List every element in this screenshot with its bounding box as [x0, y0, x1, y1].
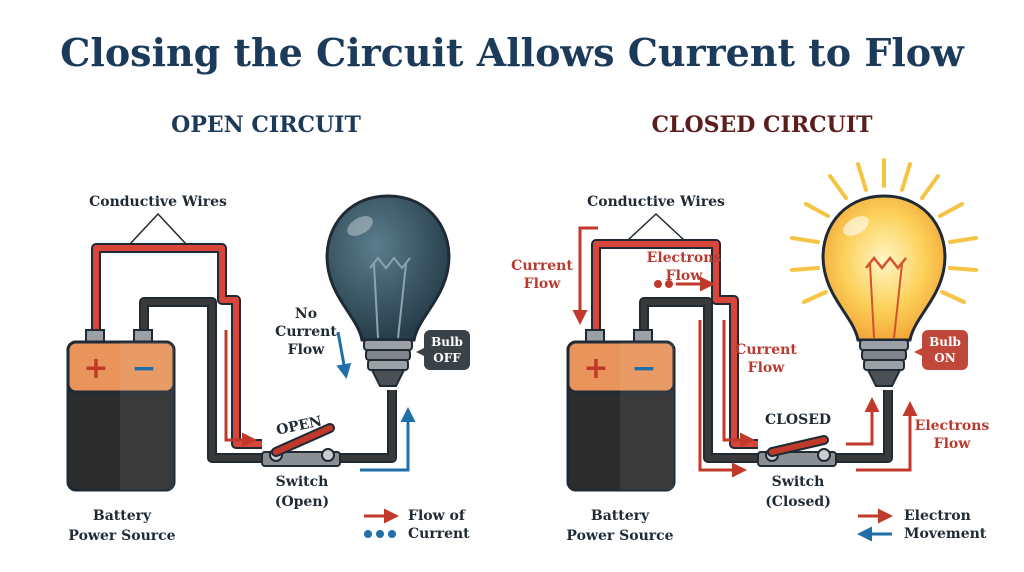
open-bulb-wire: [332, 390, 397, 463]
open-battery-label-2: Power Source: [68, 528, 175, 544]
open-bulb-badge-1: Bulb: [431, 335, 463, 349]
closed-battery: + −: [566, 329, 676, 492]
bulb-rays: [790, 158, 978, 304]
closed-bulb-badge: Bulb ON: [914, 330, 968, 370]
closed-battery-label-1: Battery: [591, 508, 650, 524]
open-legend-text-2: Current: [408, 526, 470, 542]
closed-battery-negative: −: [631, 351, 656, 386]
closed-current-arrow-mid: [722, 320, 755, 448]
closed-electrons-right-1: Electrons: [915, 418, 990, 434]
closed-battery-label-2: Power Source: [566, 528, 673, 544]
closed-wires-label: Conductive Wires: [587, 194, 725, 210]
open-blue-arrow-down: [336, 331, 352, 379]
closed-legend: Electron Movement: [857, 508, 987, 542]
closed-switch-state: CLOSED: [765, 412, 831, 428]
open-no-current-1: No: [295, 306, 317, 322]
electron-dot: [665, 280, 673, 288]
closed-bulb-arrow-2: [856, 401, 918, 472]
open-bulb-badge: Bulb OFF: [416, 330, 470, 370]
open-wires-label: Conductive Wires: [89, 194, 227, 210]
open-no-current-2: Current: [275, 324, 337, 340]
open-switch[interactable]: [261, 423, 341, 467]
closed-legend-text-1: Electron: [904, 508, 971, 524]
closed-switch[interactable]: [757, 435, 837, 467]
open-legend-text-1: Flow of: [408, 508, 466, 524]
closed-electrons-top-2: Flow: [666, 268, 704, 284]
open-bulb-badge-2: OFF: [433, 351, 461, 365]
bulb-off: [325, 194, 451, 387]
open-battery: + −: [66, 329, 176, 492]
open-circuit-heading: OPEN CIRCUIT: [171, 112, 361, 138]
open-battery-negative: −: [131, 351, 156, 386]
open-blue-arrow-up: [360, 407, 416, 472]
closed-switch-label-1: Switch: [772, 474, 825, 490]
closed-electrons-top-1: Electrons: [647, 250, 722, 266]
closed-battery-positive: +: [583, 351, 608, 386]
electron-dot: [654, 280, 662, 288]
closed-bulb-wire: [828, 390, 893, 463]
closed-current-left-1: Current: [511, 258, 573, 274]
closed-circuit-panel: CLOSED CIRCUIT Conductive Wires + − Batt…: [511, 112, 989, 544]
open-battery-label-1: Battery: [93, 508, 152, 524]
open-wires-pointer: [129, 212, 187, 245]
open-legend: Flow of Current: [364, 508, 470, 542]
closed-current-mid-2: Flow: [748, 360, 786, 376]
open-battery-positive: +: [83, 351, 108, 386]
closed-current-mid-1: Current: [735, 342, 797, 358]
closed-current-left-2: Flow: [524, 276, 562, 292]
legend-dot: [376, 530, 384, 538]
closed-current-arrow-low: [698, 320, 747, 478]
closed-bulb-badge-2: ON: [934, 351, 955, 365]
open-switch-label-2: (Open): [275, 494, 329, 510]
open-current-arrow: [224, 330, 257, 448]
closed-legend-text-2: Movement: [904, 526, 987, 542]
legend-dot: [364, 530, 372, 538]
closed-circuit-heading: CLOSED CIRCUIT: [652, 112, 874, 138]
closed-wires-pointer: [627, 212, 685, 241]
open-switch-label-1: Switch: [276, 474, 329, 490]
closed-bulb-badge-1: Bulb: [929, 335, 961, 349]
bulb-on: [821, 194, 947, 387]
page-title: Closing the Circuit Allows Current to Fl…: [60, 30, 965, 75]
open-no-current-3: Flow: [288, 342, 326, 358]
closed-bulb-arrow-1: [846, 397, 880, 446]
closed-current-arrow-left: [572, 226, 598, 325]
open-circuit-panel: OPEN CIRCUIT Conductive Wires + − Batter…: [66, 112, 470, 544]
closed-electrons-right-2: Flow: [934, 436, 972, 452]
closed-switch-label-2: (Closed): [765, 494, 831, 510]
legend-dot: [388, 530, 396, 538]
